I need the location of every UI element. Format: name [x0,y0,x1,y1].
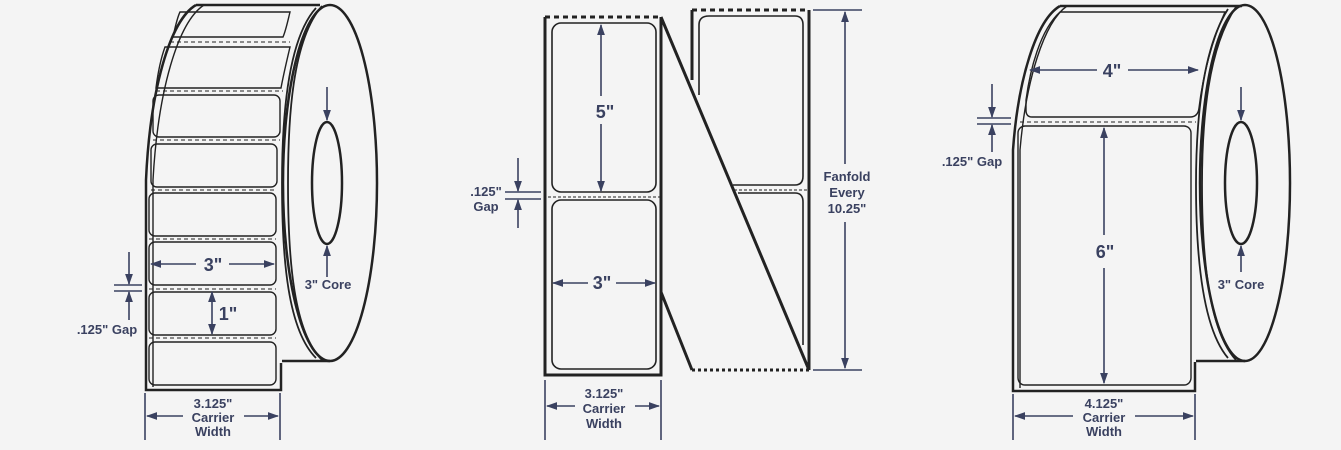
dim-fanfold: Fanfold Every 10.25" [813,9,871,371]
dim-carrier-width: 3.125" Carrier Width [144,393,281,440]
label-width-text: 3" [593,273,612,293]
carrier-width-value: 3.125" [194,396,233,411]
label-width-text: 4" [1103,61,1122,81]
label-height-text: 6" [1096,242,1115,262]
dim-height-6in: 6" [1096,126,1115,385]
core-hole [1223,120,1259,246]
fanfold-back-panel [690,8,811,372]
roll-disc [196,3,379,363]
carrier-width-value: 4.125" [1085,396,1124,411]
gap-text: .125" Gap [942,154,1002,169]
dim-gap: .125" Gap [942,84,1011,169]
fanfold-3x5-diagram: 5" 3" .125" Gap Fanfold Every 10.25" [470,8,871,440]
fanfold-front-panel [543,15,663,377]
dim-carrier-width: 3.125" Carrier Width [544,380,662,440]
carrier-width-label: Carrier [192,410,235,425]
carrier-width-label-2: Width [195,424,231,439]
label-web [144,3,291,392]
dim-gap: .125" Gap [470,158,541,228]
label-width-text: 3" [204,255,223,275]
dim-height-1in: 1" [208,290,238,336]
fanfold-fold-lines [659,16,811,371]
label-4x6-highlight [1017,125,1192,386]
fanfold-text-2: Every [829,185,865,200]
gap-text: .125" Gap [77,322,137,337]
fanfold-text-1: Fanfold [824,169,871,184]
dim-width-3in: 3" [551,273,657,293]
carrier-width-value: 3.125" [585,386,624,401]
dim-gap: .125" Gap [77,252,142,337]
dim-height-5in: 5" [596,23,615,193]
core-text: 3" Core [1218,277,1265,292]
label-height-text: 1" [219,304,238,324]
dim-width-3in: 3" [149,255,276,275]
label-3x1-highlight [148,241,277,286]
carrier-width-label: Carrier [583,401,626,416]
carrier-width-label-2: Width [586,416,622,431]
core-text: 3" Core [305,277,352,292]
gap-word: Gap [473,199,498,214]
gap-text: .125" [470,184,501,199]
roll-4x6-diagram: 4" 6" .125" Gap 3" Core 4.125" Carrier W [942,3,1292,440]
dim-core: 3" Core [1218,87,1265,292]
dim-width-4in: 4" [1028,61,1200,81]
core-hole [310,120,344,246]
roll-3x1-diagram: 3" 1" .125" Gap 3" Core 3.125" Carrier W… [77,3,379,440]
carrier-width-label: Carrier [1083,410,1126,425]
carrier-width-label-2: Width [1086,424,1122,439]
roll-disc [1060,3,1292,363]
dim-core: 3" Core [305,87,352,292]
fanfold-text-3: 10.25" [828,201,867,216]
label-height-text: 5" [596,102,615,122]
label-web [1011,4,1227,393]
dim-carrier-width: 4.125" Carrier Width [1012,394,1196,440]
